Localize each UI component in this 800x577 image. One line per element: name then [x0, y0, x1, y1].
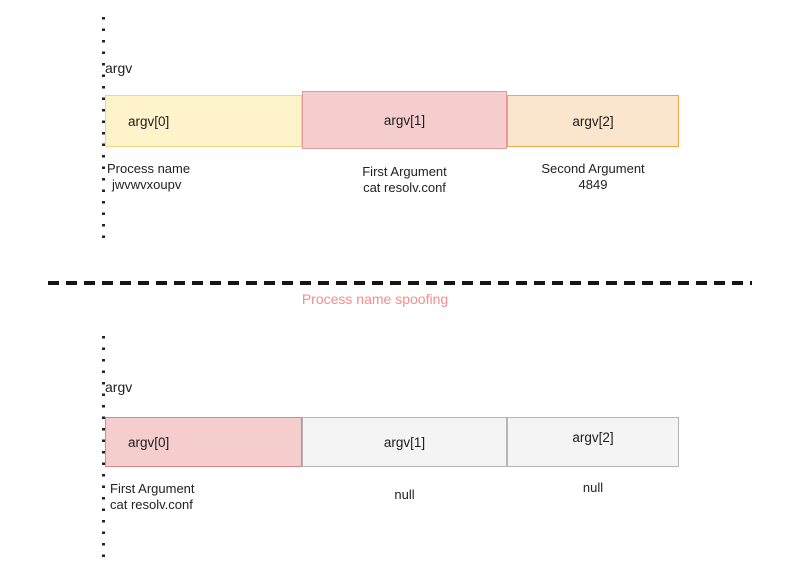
caption-value: 4849 — [578, 177, 608, 192]
dashed-divider-line — [48, 281, 752, 285]
argv2-label: argv[2] — [572, 429, 614, 445]
caption-process-name: Process name jwvwvxoupv — [107, 161, 190, 193]
argv0-label: argv[0] — [128, 434, 170, 450]
argv0-cell-spoofed: argv[0] — [105, 417, 302, 467]
argv1-label: argv[1] — [383, 112, 426, 128]
caption-title: null — [582, 480, 604, 495]
caption-second-argument: Second Argument 4849 — [507, 161, 679, 193]
argv1-cell-original: argv[1] — [302, 91, 507, 149]
caption-null-2: null — [507, 480, 679, 496]
argv0-label: argv[0] — [128, 113, 170, 129]
dotted-line-top — [102, 17, 105, 245]
dotted-line-bottom — [102, 336, 105, 557]
spoofing-title: Process name spoofing — [301, 291, 449, 307]
caption-title: Second Argument — [541, 161, 645, 176]
caption-first-argument-top: First Argument cat resolv.conf — [302, 164, 507, 196]
caption-value: cat resolv.conf — [110, 497, 193, 512]
caption-null-1: null — [302, 487, 507, 503]
argv1-label: argv[1] — [383, 434, 426, 450]
argv2-cell-spoofed: argv[2] — [507, 417, 679, 467]
caption-first-argument-bottom: First Argument cat resolv.conf — [110, 481, 195, 513]
caption-title: Process name — [107, 161, 191, 176]
argv0-cell-original: argv[0] — [105, 95, 302, 147]
caption-value: jwvwvxoupv — [112, 177, 182, 192]
argv1-cell-spoofed: argv[1] — [302, 417, 507, 467]
caption-value: cat resolv.conf — [363, 180, 446, 195]
caption-title: First Argument — [110, 481, 195, 496]
argv-array-label-bottom: argv — [105, 379, 133, 395]
argv-array-label-top: argv — [105, 60, 133, 76]
argv2-label: argv[2] — [572, 113, 614, 129]
caption-title: First Argument — [362, 164, 447, 179]
argv2-cell-original: argv[2] — [507, 95, 679, 147]
caption-title: null — [394, 487, 415, 502]
